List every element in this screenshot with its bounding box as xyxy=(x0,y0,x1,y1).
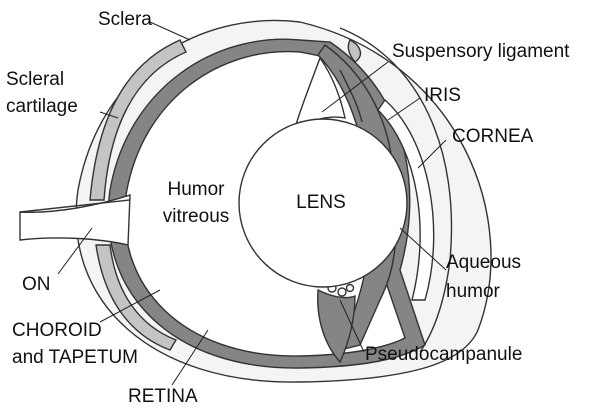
label-humor-vitreous-line1: Humor xyxy=(167,179,225,200)
label-suspensory-ligament: Suspensory ligament xyxy=(392,41,570,62)
label-iris: IRIS xyxy=(424,85,461,106)
label-aqueous-humor-line1: Aqueous xyxy=(446,252,521,273)
label-on: ON xyxy=(22,274,51,295)
label-lens: LENS xyxy=(296,192,346,213)
label-sclera: Sclera xyxy=(98,9,152,30)
label-scleral-cartilage-line2: cartilage xyxy=(6,96,78,117)
label-retina: RETINA xyxy=(128,386,198,407)
label-choroid-tapetum-line1: CHOROID xyxy=(12,320,102,341)
leader-sclera xyxy=(150,22,190,40)
label-humor-vitreous-line2: vitreous xyxy=(163,206,230,227)
label-cornea: CORNEA xyxy=(452,126,534,147)
label-pseudocampanule: Pseudocampanule xyxy=(365,344,522,365)
label-aqueous-humor-line2: humor xyxy=(446,281,501,302)
label-scleral-cartilage-line1: Scleral xyxy=(6,69,64,90)
label-choroid-tapetum-line2: and TAPETUM xyxy=(12,347,138,368)
